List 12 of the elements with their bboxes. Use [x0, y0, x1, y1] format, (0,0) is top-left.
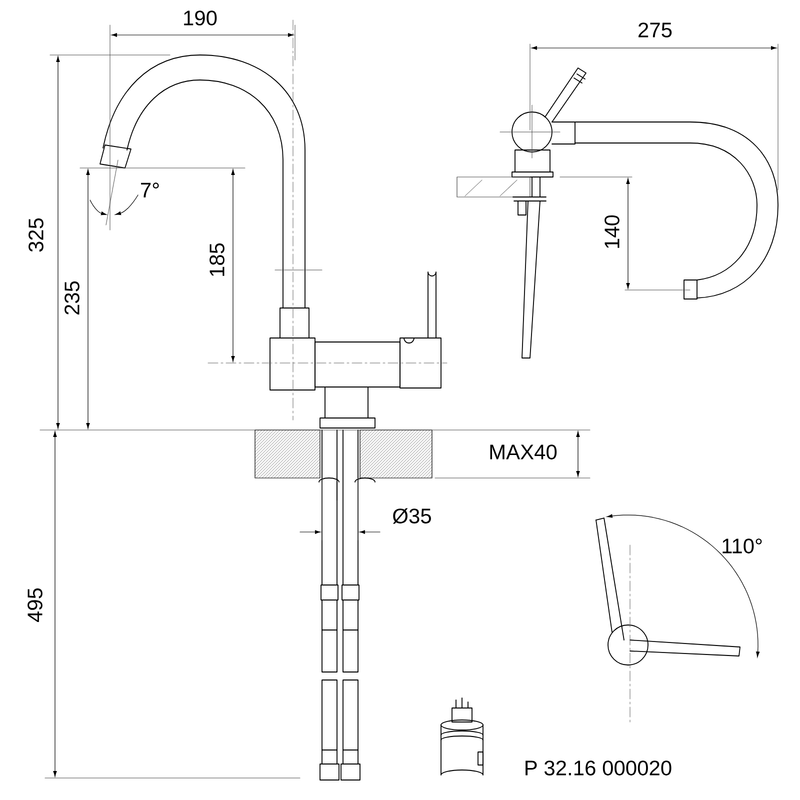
dimension-label: 110°	[722, 538, 762, 554]
dimension-label: 185	[210, 243, 224, 276]
dimension-label: 325	[28, 218, 44, 252]
dimension-label: Ø35	[392, 508, 431, 524]
dimension-label: 495	[28, 588, 42, 622]
dimension-label: P 32.16 000020	[526, 760, 672, 776]
dimension-label: 7°	[141, 182, 159, 198]
dimension-label: 140	[604, 215, 620, 248]
dimension-label: MAX40	[490, 444, 557, 460]
dimension-label: 235	[64, 281, 80, 314]
dimension-label: 275	[638, 22, 672, 38]
dimension-label: 190	[184, 10, 217, 26]
